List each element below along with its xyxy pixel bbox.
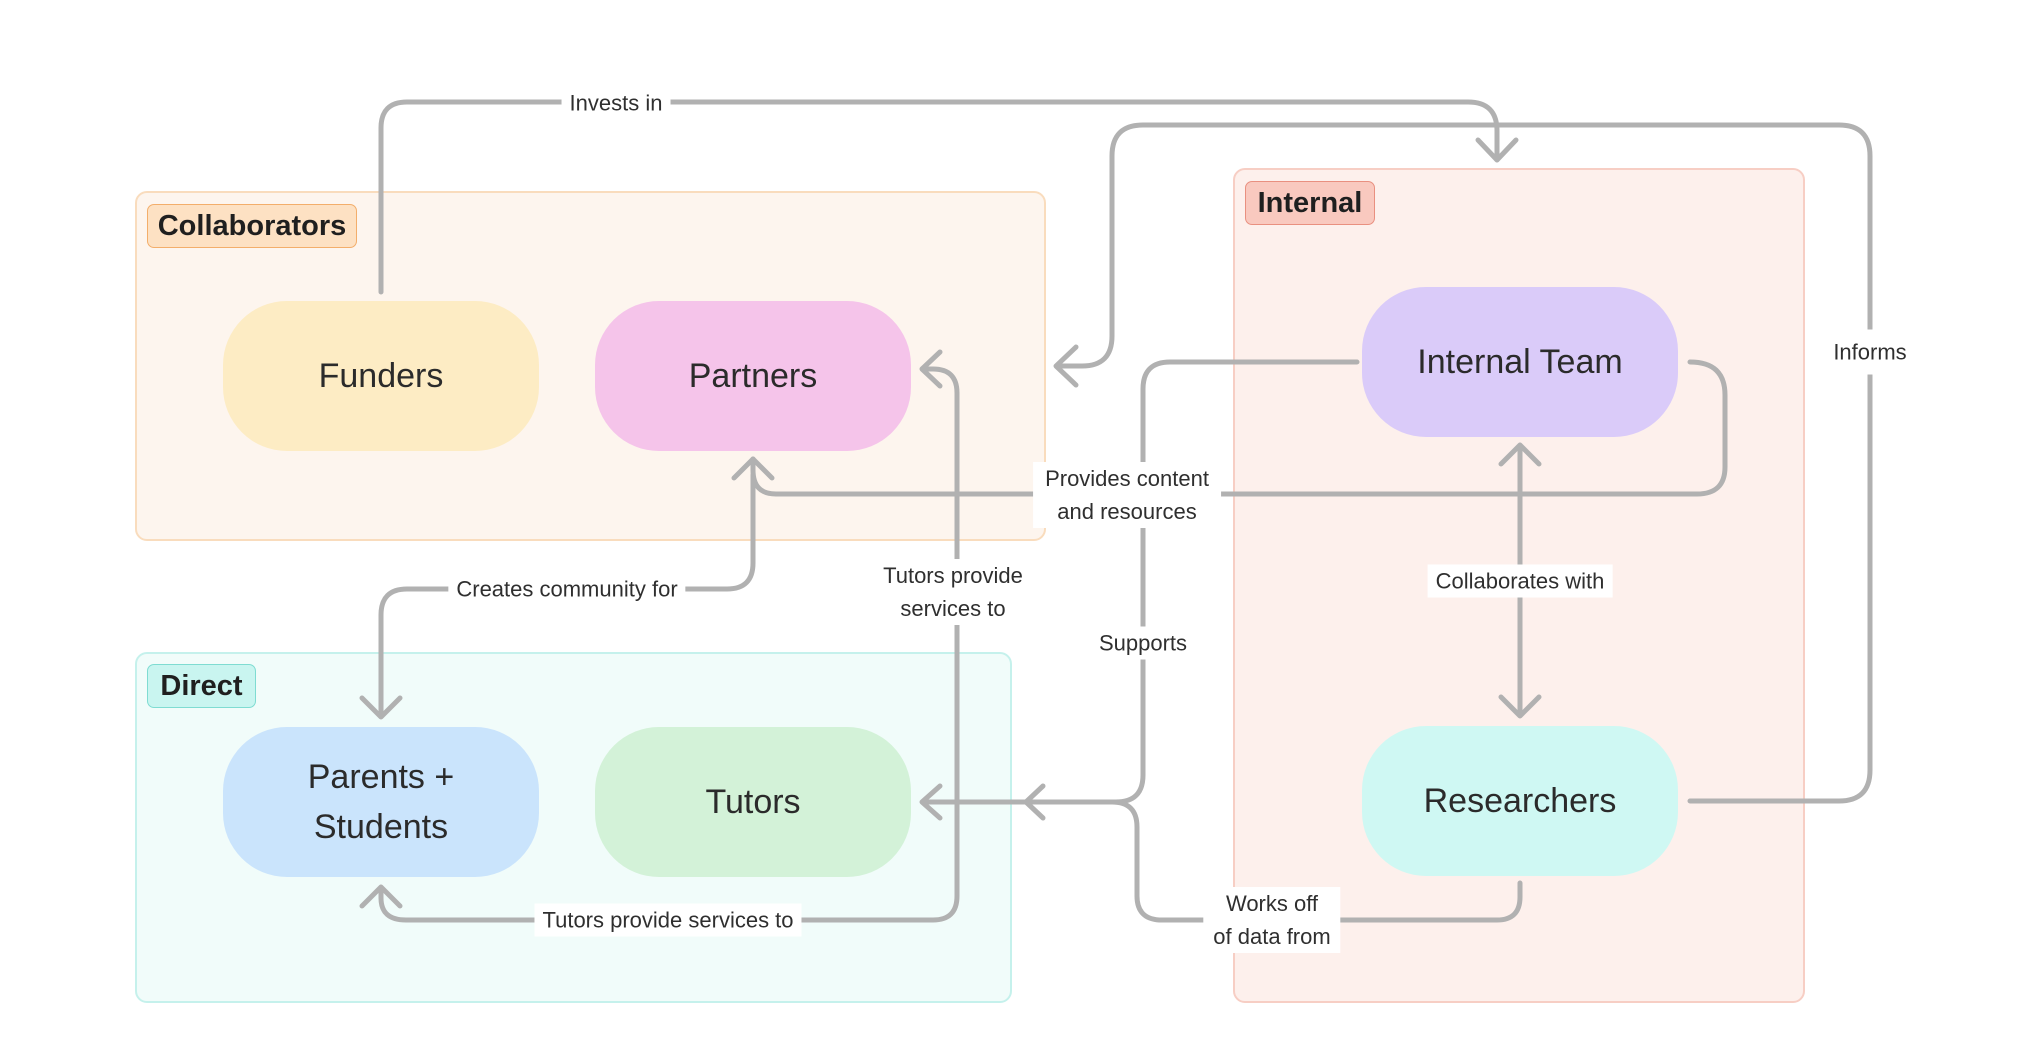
arrowhead-tutors-services-partners: [919, 349, 943, 389]
edge-works-off: [921, 799, 1523, 923]
edge-provides-content: [750, 359, 1728, 497]
group-tag-internal: Internal: [1245, 181, 1375, 225]
edge-tutors-services-partners: [921, 366, 960, 806]
group-tag-direct: Direct: [147, 664, 256, 708]
edge-label-collaborates-with: Collaborates with: [1427, 564, 1613, 598]
edge-label-informs: Informs: [1825, 329, 1915, 375]
edge-informs: [1055, 122, 1873, 804]
node-tutors[interactable]: Tutors: [595, 727, 911, 877]
node-funders[interactable]: Funders: [223, 301, 539, 451]
edge-label-supports: Supports: [1090, 626, 1196, 660]
arrowhead-tutors-services-parents: [359, 884, 403, 909]
arrowhead-tutors-in: [919, 783, 943, 821]
edge-invests-in: [378, 99, 1500, 295]
edge-label-tutors-services-parents: Tutors provide services to: [534, 903, 802, 937]
arrowhead-provides-content: [731, 456, 775, 481]
arrowhead-collaborates-down: [1498, 694, 1542, 719]
edge-supports: [1025, 359, 1360, 805]
arrowhead-invests-in: [1475, 137, 1519, 163]
node-partners[interactable]: Partners: [595, 301, 911, 451]
arrowhead-creates-community: [359, 695, 403, 720]
edge-label-provides-content: Provides content and resources: [1033, 462, 1221, 528]
group-tag-collaborators: Collaborators: [147, 204, 357, 248]
edge-label-tutors-services-partners: Tutors provide services to: [875, 559, 1031, 625]
edge-label-invests-in: Invests in: [561, 86, 671, 120]
node-researchers[interactable]: Researchers: [1362, 726, 1678, 876]
edge-label-works-off: Works off of data from: [1203, 887, 1341, 953]
arrowhead-collaborates-up: [1498, 442, 1542, 467]
arrowhead-informs: [1053, 344, 1079, 388]
node-internal-team[interactable]: Internal Team: [1362, 287, 1678, 437]
edge-label-creates-community: Creates community for: [448, 572, 686, 606]
node-parents-students[interactable]: Parents + Students: [223, 727, 539, 877]
